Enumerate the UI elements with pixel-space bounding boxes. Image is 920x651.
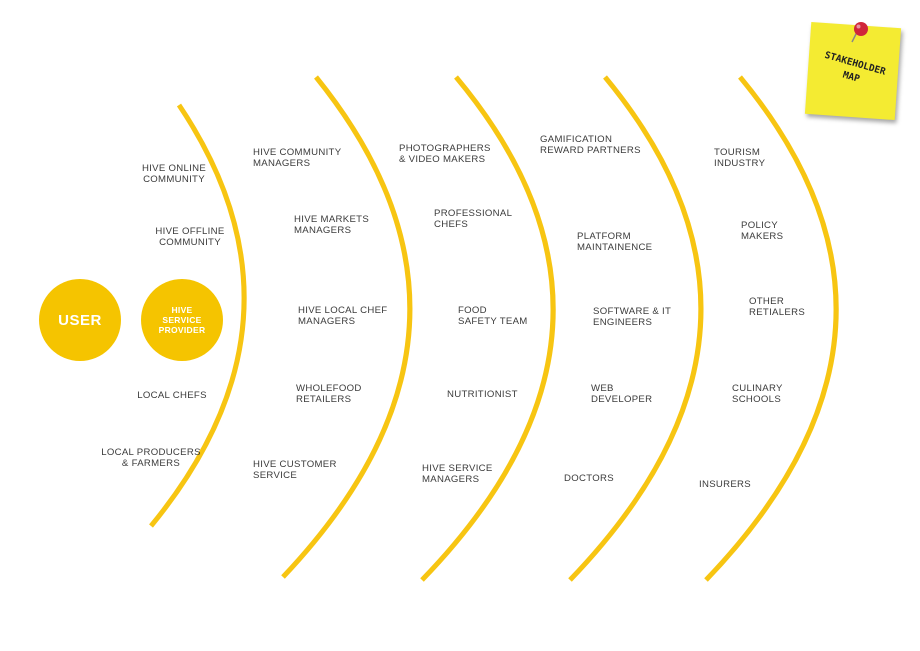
stakeholder-label: CULINARY SCHOOLS [732, 383, 783, 405]
stakeholder-label: PROFESSIONAL CHEFS [434, 208, 513, 230]
stakeholder-label: SOFTWARE & IT ENGINEERS [593, 306, 672, 328]
stakeholder-label: LOCAL CHEFS [137, 390, 207, 401]
stakeholder-label: HIVE LOCAL CHEF MANAGERS [298, 305, 388, 327]
ring-arc-4 [568, 75, 704, 582]
ring-arc-5 [704, 75, 839, 582]
service-provider-label: HIVE SERVICE PROVIDER [158, 305, 206, 335]
sticky-note-title: STAKEHOLDER MAP [823, 49, 887, 85]
stakeholder-label: WHOLEFOOD RETAILERS [296, 383, 362, 405]
stakeholder-label: HIVE CUSTOMER SERVICE [253, 459, 337, 481]
stakeholder-label: NUTRITIONIST [447, 389, 518, 400]
stakeholder-label: LOCAL PRODUCERS & FARMERS [101, 447, 201, 469]
user-label: USER [58, 311, 102, 329]
stakeholder-label: HIVE SERVICE MANAGERS [422, 463, 493, 485]
stakeholder-label: TOURISM INDUSTRY [714, 147, 766, 169]
stakeholder-label: WEB DEVELOPER [591, 383, 653, 405]
stakeholder-label: HIVE OFFLINE COMMUNITY [155, 226, 225, 248]
stakeholder-label: INSURERS [699, 479, 751, 490]
ring-arc-1 [149, 103, 247, 528]
user-node: USER [39, 279, 121, 361]
service-provider-node: HIVE SERVICE PROVIDER [141, 279, 223, 361]
stakeholder-label: FOOD SAFETY TEAM [458, 305, 528, 327]
stakeholder-label: POLICY MAKERS [741, 220, 784, 242]
push-pin-icon [851, 22, 868, 43]
stakeholder-label: OTHER RETIALERS [749, 296, 806, 318]
stakeholder-label: DOCTORS [564, 473, 614, 484]
stakeholder-label: HIVE MARKETS MANAGERS [294, 214, 370, 236]
ring-arc-2 [281, 75, 413, 579]
stakeholder-label: HIVE COMMUNITY MANAGERS [253, 147, 342, 169]
stakeholder-label: PLATFORM MAINTAINENCE [577, 231, 653, 253]
stakeholder-label: HIVE ONLINE COMMUNITY [141, 163, 207, 185]
stakeholder-label: PHOTOGRAPHERS & VIDEO MAKERS [399, 143, 491, 165]
stakeholder-label: GAMIFICATION REWARD PARTNERS [540, 134, 641, 156]
ring-arc-3 [420, 75, 556, 582]
